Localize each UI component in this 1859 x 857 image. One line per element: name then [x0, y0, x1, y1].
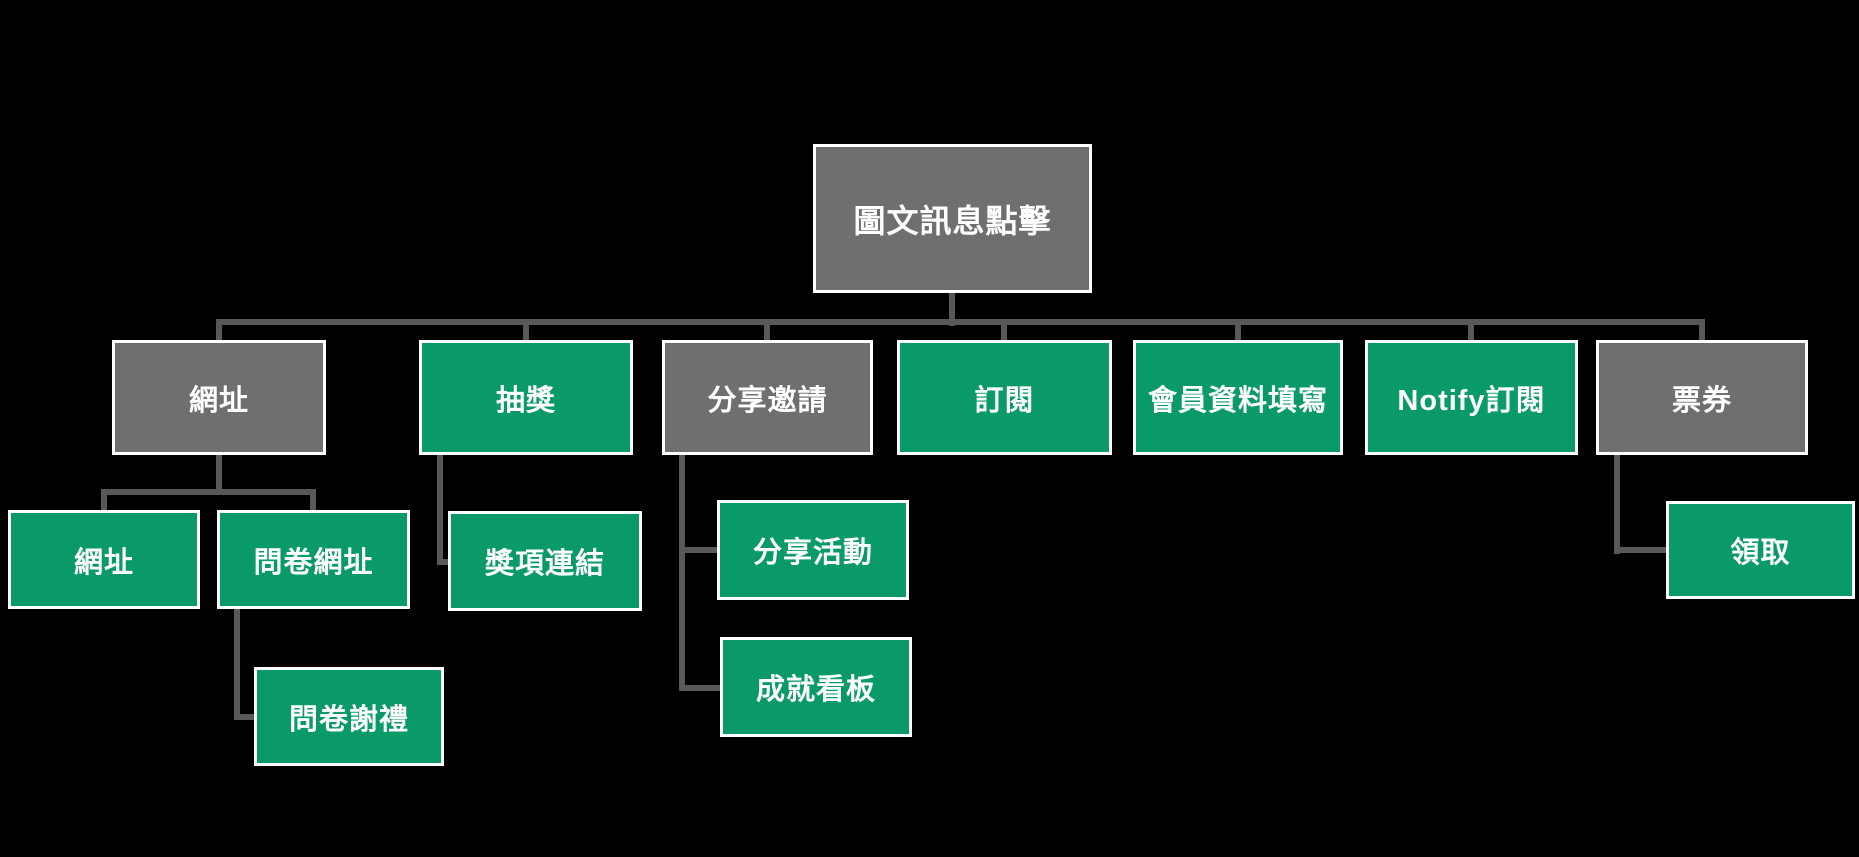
node-survey-url[interactable]: 問卷網址 — [217, 510, 410, 609]
connector-root-stub — [949, 293, 955, 326]
node-url[interactable]: 網址 — [112, 340, 326, 455]
connector-url-stub — [216, 455, 222, 495]
node-prize-link[interactable]: 獎項連結 — [448, 511, 642, 611]
connector-drop-member-info — [1235, 319, 1241, 340]
connector-drop-url-child — [101, 489, 107, 510]
connector-drop-survey-url — [310, 489, 316, 510]
node-ticket[interactable]: 票券 — [1596, 340, 1808, 455]
connector-url-branch — [101, 489, 316, 495]
connector-drop-share-invite — [764, 319, 770, 340]
connector-redeem-horiz — [1614, 547, 1666, 553]
connector-level2-branch — [216, 319, 1705, 325]
node-url-child[interactable]: 網址 — [8, 510, 200, 609]
node-lottery[interactable]: 抽獎 — [419, 340, 633, 455]
connector-drop-notify — [1468, 319, 1474, 340]
connector-redeem-vert — [1614, 455, 1620, 554]
connector-drop-subscribe — [1001, 319, 1007, 340]
node-root[interactable]: 圖文訊息點擊 — [813, 144, 1092, 293]
node-achievement-board[interactable]: 成就看板 — [720, 637, 912, 737]
node-survey-gift[interactable]: 問卷謝禮 — [254, 667, 444, 766]
node-subscribe[interactable]: 訂閱 — [897, 340, 1112, 455]
connector-drop-lottery — [523, 319, 529, 340]
connector-prize-link-vert — [437, 455, 443, 565]
node-notify-subscribe[interactable]: Notify訂閱 — [1365, 340, 1578, 455]
connector-share-invite-vert — [679, 455, 685, 691]
connector-survey-gift-vert — [234, 609, 240, 720]
node-member-info[interactable]: 會員資料填寫 — [1133, 340, 1343, 455]
connector-drop-ticket — [1699, 319, 1705, 340]
connector-prize-link-horiz — [437, 559, 448, 565]
connector-survey-gift-horiz — [234, 714, 254, 720]
connector-share-activity-horiz — [679, 547, 717, 553]
node-share-activity[interactable]: 分享活動 — [717, 500, 909, 600]
node-redeem[interactable]: 領取 — [1666, 501, 1855, 599]
connector-achievement-board-horiz — [679, 685, 720, 691]
node-share-invite[interactable]: 分享邀請 — [662, 340, 873, 455]
connector-drop-url — [216, 319, 222, 340]
